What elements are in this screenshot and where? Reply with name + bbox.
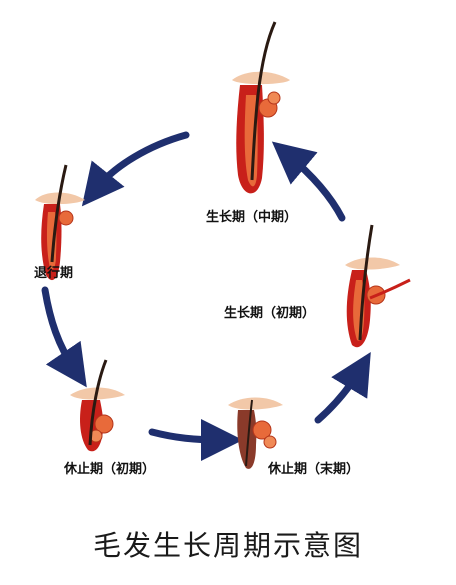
label-anagen-early: 生长期（初期） [224, 306, 316, 321]
diagram-title: 毛发生长周期示意图 [92, 529, 363, 562]
arrow-anagen-early-to-mid [271, 141, 346, 222]
follicle-anagen-early [345, 224, 411, 348]
follicle-telogen-early [70, 359, 125, 452]
cycle-arrows [41, 131, 371, 461]
follicle-telogen-late [228, 397, 283, 469]
arrow-catagen-to-telogen-early [41, 286, 87, 388]
label-telogen-late: 休止期（末期） [268, 462, 360, 477]
arrow-telogen-early-to-late [148, 418, 243, 461]
label-anagen-mid: 生长期（中期） [206, 210, 298, 225]
label-catagen: 退行期 [34, 266, 74, 281]
arrow-mid-to-catagen [81, 131, 190, 207]
follicle-anagen-mid [232, 21, 290, 194]
label-telogen-early: 休止期（初期） [64, 462, 156, 477]
arrow-late-to-anagen-early [314, 351, 371, 424]
follicle-catagen [35, 164, 85, 281]
